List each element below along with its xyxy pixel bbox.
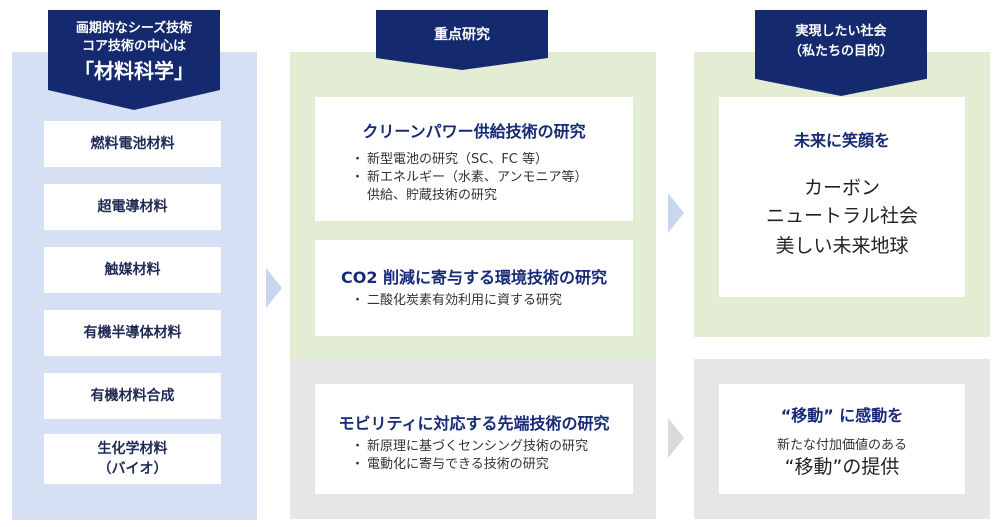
- seeds-banner: 画期的なシーズ技術 コア技術の中心は 「材料科学」: [48, 10, 220, 110]
- research-card-items: 新型電池の研究（SC、FC 等） 新エネルギー（水素、アンモニア等） 供給、貯蔵…: [351, 151, 587, 205]
- arrow-chevron-icon: [668, 193, 684, 233]
- material-box-organic-semiconductor: 有機半導体材料: [44, 310, 221, 356]
- goal-heading: “移動” に感動を: [780, 406, 904, 425]
- material-label: 生化学材料: [97, 441, 168, 457]
- research-card-title: CO2 削減に寄与する環境技術の研究: [340, 268, 608, 287]
- goal-main: “移動”の提供: [784, 456, 900, 478]
- society-banner: 実現したい社会 （私たちの目的）: [755, 10, 927, 96]
- material-label: 有機材料合成: [90, 388, 175, 404]
- research-card-items: 二酸化炭素有効利用に資する研究: [351, 292, 562, 310]
- research-card-mobility: モビリティに対応する先端技術の研究 新原理に基づくセンシング技術の研究 電動化に…: [315, 384, 633, 494]
- material-box-catalyst: 触媒材料: [44, 247, 221, 293]
- goal-line: ニュートラル社会: [765, 205, 918, 227]
- material-label: 超電導材料: [97, 199, 168, 215]
- research-card-clean-power: クリーンパワー供給技術の研究 新型電池の研究（SC、FC 等） 新エネルギー（水…: [315, 97, 633, 221]
- material-box-organic-synthesis: 有機材料合成: [44, 373, 221, 419]
- goal-heading: 未来に笑顔を: [793, 131, 890, 150]
- list-item: 新エネルギー（水素、アンモニア等）: [351, 169, 587, 187]
- list-item: 新型電池の研究（SC、FC 等）: [351, 151, 587, 169]
- research-card-title: モビリティに対応する先端技術の研究: [338, 414, 610, 433]
- material-box-biochemical: 生化学材料 （バイオ）: [44, 434, 221, 484]
- research-banner-label: 重点研究: [434, 27, 490, 43]
- seeds-banner-line2: コア技術の中心は: [81, 39, 186, 54]
- material-label-sub: （バイオ）: [97, 461, 168, 477]
- material-box-fuel-cell: 燃料電池材料: [44, 121, 221, 167]
- list-item: 二酸化炭素有効利用に資する研究: [351, 292, 562, 310]
- research-card-title: クリーンパワー供給技術の研究: [362, 122, 586, 141]
- material-label: 触媒材料: [104, 262, 161, 278]
- goal-line: 美しい未来地球: [775, 235, 909, 257]
- seeds-banner-line3: 「材料科学」: [74, 59, 194, 83]
- arrow-chevron-icon: [266, 268, 282, 308]
- goal-line: カーボン: [803, 177, 880, 199]
- research-card-co2: CO2 削減に寄与する環境技術の研究 二酸化炭素有効利用に資する研究: [315, 240, 633, 336]
- material-label: 燃料電池材料: [90, 136, 175, 152]
- research-banner: 重点研究: [376, 10, 548, 70]
- society-goal-mobility: “移動” に感動を 新たな付加価値のある “移動”の提供: [719, 384, 965, 494]
- society-banner-line2: （私たちの目的）: [788, 44, 893, 59]
- society-banner-line1: 実現したい社会: [795, 24, 887, 39]
- material-label: 有機半導体材料: [83, 325, 182, 341]
- goal-sub: 新たな付加価値のある: [776, 438, 907, 453]
- arrow-chevron-icon: [668, 418, 684, 458]
- list-item: 供給、貯蔵技術の研究: [367, 188, 498, 203]
- research-card-items: 新原理に基づくセンシング技術の研究 電動化に寄与できる技術の研究: [351, 438, 588, 474]
- list-item: 新原理に基づくセンシング技術の研究: [351, 438, 588, 456]
- list-item: 電動化に寄与できる技術の研究: [351, 456, 588, 474]
- material-box-superconductor: 超電導材料: [44, 184, 221, 230]
- society-goal-carbon-neutral: 未来に笑顔を カーボン ニュートラル社会 美しい未来地球: [719, 97, 965, 297]
- seeds-banner-line1: 画期的なシーズ技術: [75, 21, 193, 36]
